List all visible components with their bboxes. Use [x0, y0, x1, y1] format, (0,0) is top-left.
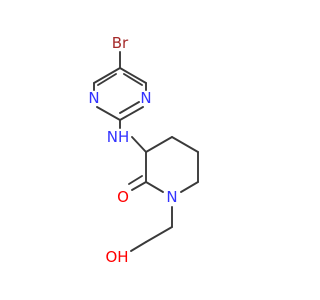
bond-c2-n1 — [96, 106, 121, 121]
bond-ch2b-oh — [130, 241, 147, 252]
atom-oh-label: OH — [105, 248, 128, 266]
bond-ch2a-ch2b — [145, 226, 173, 243]
atom-labels: Br N N NH N O OH — [88, 34, 177, 266]
bond-nh-c3 — [131, 136, 147, 153]
bond-c4-c4-double — [123, 73, 143, 86]
atom-n3-label: N — [140, 89, 151, 107]
atom-br-label: Br — [112, 34, 129, 52]
bonds — [93, 51, 199, 252]
bond-c2p-o — [131, 181, 147, 191]
atom-o-carbonyl-label: O — [117, 188, 129, 206]
bond-n-c2p — [145, 181, 164, 193]
atom-nh-label: NH — [107, 128, 130, 146]
bond-c6-c5 — [93, 67, 121, 84]
atom-n-pip-label: N — [166, 188, 177, 206]
bond-c5-c4 — [119, 67, 147, 84]
bond-c2p-o-double — [128, 175, 143, 185]
atom-n1-label: N — [88, 89, 99, 107]
bond-c4p-c5p — [171, 136, 199, 153]
molecule-canvas: Br N N NH N O OH — [88, 34, 199, 266]
bond-c3-c4p — [145, 136, 173, 153]
bond-n3-c2 — [119, 106, 144, 121]
bond-c6-c5-double — [97, 73, 117, 86]
bond-c6p-n — [180, 181, 199, 193]
bond-n3-c2-double — [119, 101, 140, 114]
